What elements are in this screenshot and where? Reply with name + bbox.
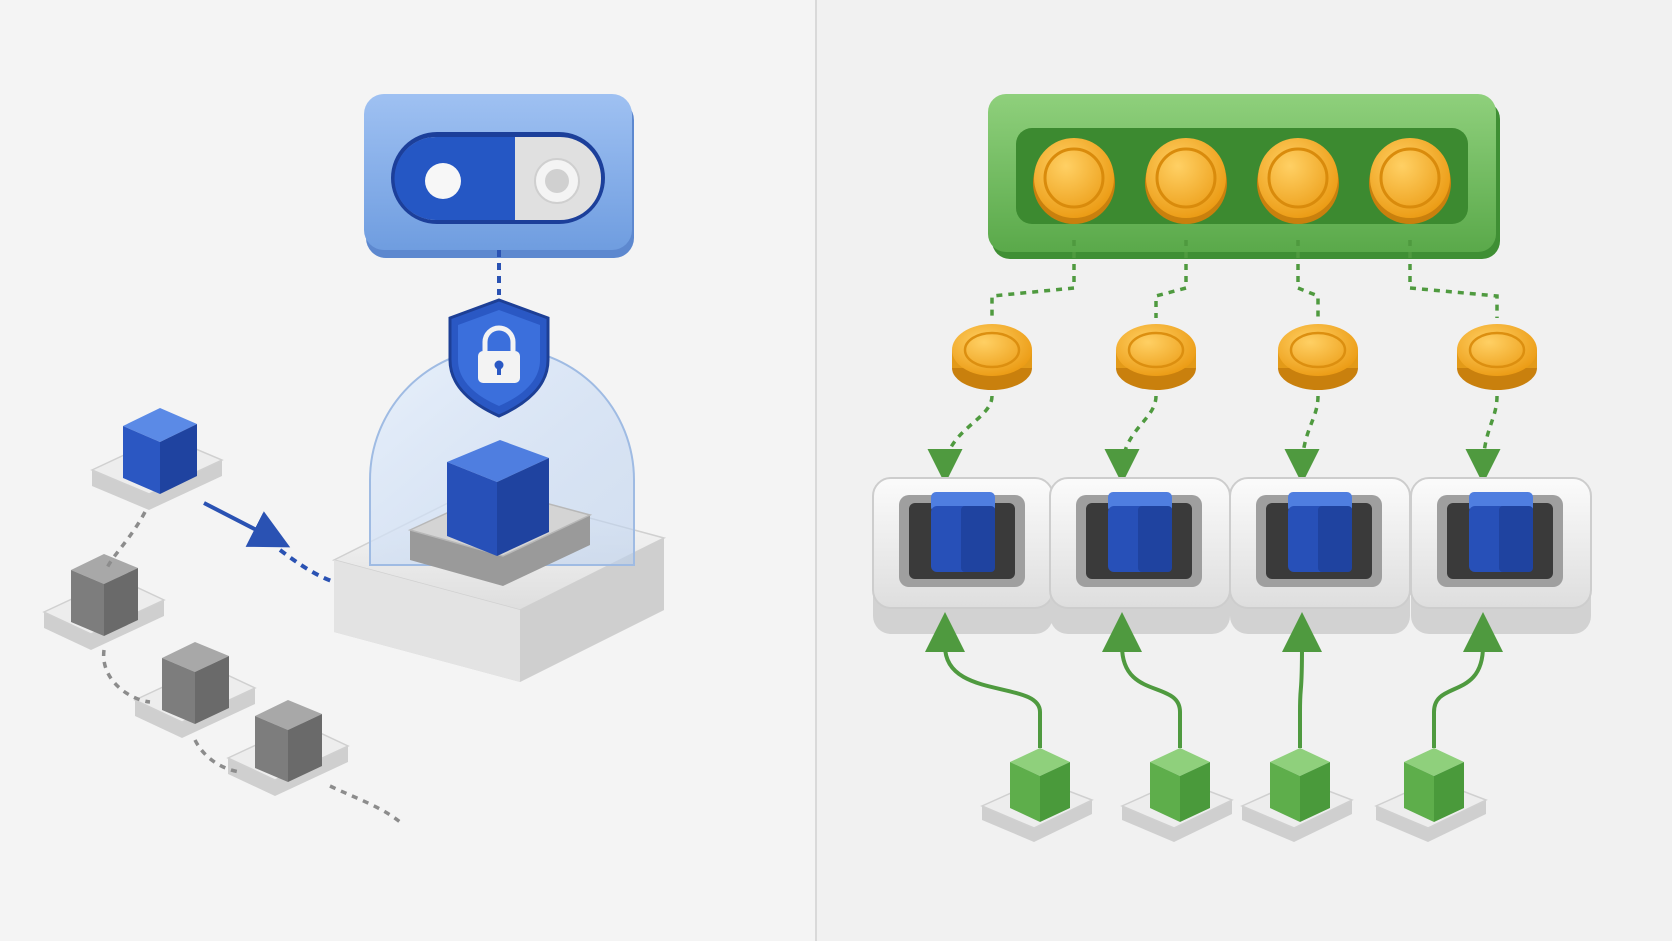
coin-icon — [1369, 138, 1451, 224]
coin-connector — [1408, 240, 1499, 318]
flow-arrow — [203, 501, 291, 548]
slot-block[interactable] — [1410, 477, 1592, 634]
queue-connector — [329, 784, 402, 824]
blue-cube-icon — [1288, 492, 1352, 572]
coin-arrow — [1104, 395, 1158, 484]
green-cube-icon[interactable] — [980, 748, 1094, 842]
input-arrow — [1102, 612, 1182, 748]
coin-bar[interactable] — [988, 94, 1500, 259]
bar-coins — [1033, 138, 1451, 224]
slot-block[interactable] — [1049, 477, 1231, 634]
queue-connector — [104, 511, 147, 571]
coin-icon — [1278, 324, 1358, 390]
coin-arrow — [927, 395, 994, 484]
queued-cubes — [42, 554, 350, 796]
coin-icon — [1457, 324, 1537, 390]
right-flow — [872, 240, 1592, 842]
source-cube[interactable] — [90, 408, 224, 510]
coin-icon — [1257, 138, 1339, 224]
coin-connector — [990, 240, 1076, 318]
green-cube-icon[interactable] — [1120, 748, 1234, 842]
coin-icon — [1033, 138, 1115, 224]
left-panel — [42, 94, 667, 824]
blue-cube-icon — [1108, 492, 1172, 572]
protected-cube[interactable] — [447, 440, 549, 556]
blue-cube-icon — [1469, 492, 1533, 572]
grey-cube-icon[interactable] — [42, 554, 166, 650]
coin-icon — [1145, 138, 1227, 224]
padlock-shield-icon — [448, 298, 550, 418]
blue-cube-icon — [931, 492, 995, 572]
panel-divider — [815, 0, 817, 941]
coin-icon — [952, 324, 1032, 390]
coin-icon — [1116, 324, 1196, 390]
grey-cube-icon[interactable] — [133, 642, 257, 738]
green-cube-icon[interactable] — [1374, 748, 1488, 842]
input-arrow — [925, 612, 1042, 748]
coin-arrow — [1465, 395, 1501, 484]
right-panel — [872, 94, 1592, 842]
slot-block[interactable] — [872, 477, 1054, 634]
toggle-switch-icon[interactable] — [364, 94, 634, 258]
slot-block[interactable] — [1229, 477, 1411, 634]
input-arrow — [1432, 612, 1503, 748]
coin-arrow — [1284, 395, 1320, 484]
queue-connector — [102, 649, 151, 704]
queue-connector — [193, 739, 241, 774]
coin-connector — [1154, 240, 1188, 318]
flow-dashed-connector — [278, 548, 335, 584]
green-cube-icon[interactable] — [1240, 748, 1354, 842]
input-arrow — [1282, 612, 1322, 748]
grey-cube-icon[interactable] — [226, 700, 350, 796]
coin-connector — [1296, 240, 1320, 318]
